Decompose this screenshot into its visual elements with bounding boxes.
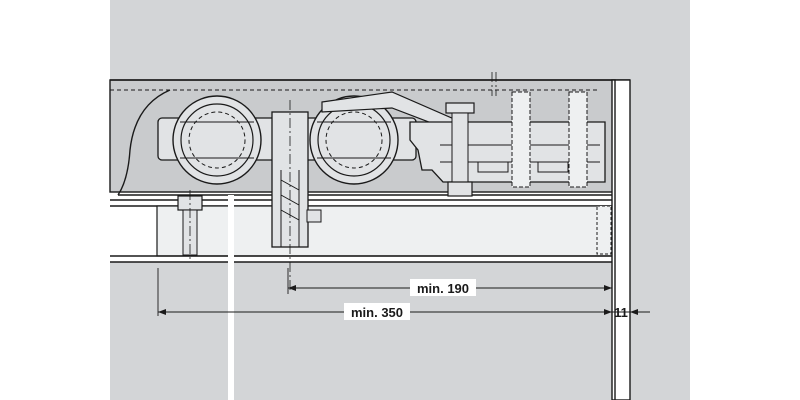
screw-head — [445, 102, 475, 114]
anchor-bolt-1 — [511, 91, 531, 188]
roller-left — [172, 95, 262, 185]
track-curve — [117, 89, 171, 196]
floor-gap-left — [110, 318, 228, 400]
screw-shaft — [451, 112, 469, 184]
roller-carriage — [157, 95, 417, 290]
fixing-bolt — [177, 190, 203, 262]
anchor-bolt-2 — [568, 91, 588, 188]
hanger-bolt — [271, 100, 322, 290]
roller-right — [309, 95, 399, 185]
dimension-label-min-350: min. 350 — [351, 305, 403, 320]
bracket-assembly — [321, 72, 606, 197]
frame-right — [611, 79, 631, 400]
end-cap — [596, 205, 612, 255]
ceiling-left — [110, 0, 630, 80]
mounting-plate — [156, 205, 616, 257]
dimension-label-min-190: min. 190 — [417, 281, 469, 296]
dimension-label-11: 11 — [614, 305, 628, 320]
break-gap — [228, 195, 234, 400]
nut — [447, 181, 473, 197]
ceiling-right — [630, 0, 690, 400]
